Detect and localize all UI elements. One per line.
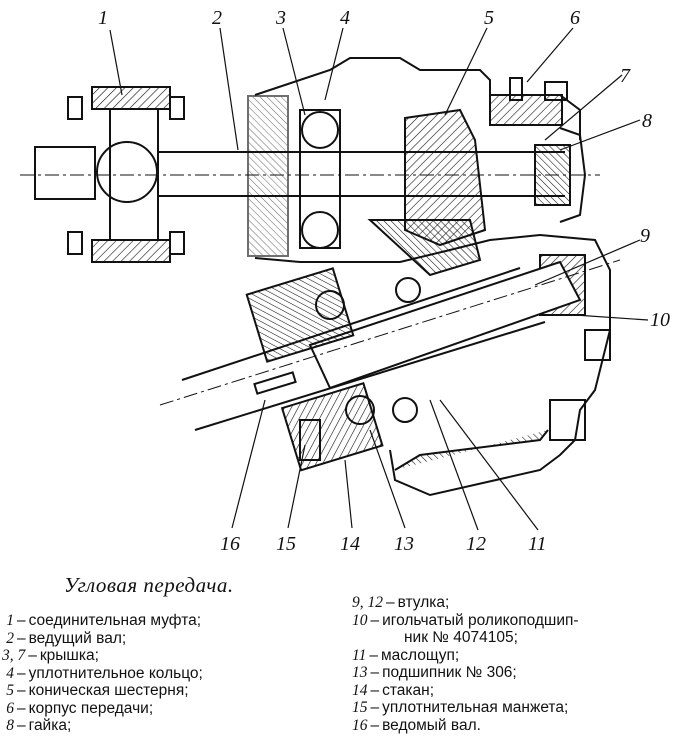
legend-number: 9, 12	[352, 594, 383, 611]
angular-gear-drawing: 1 2 3 4 5 6 7 8 9 10 11 12 13 14 15 16	[20, 7, 670, 555]
callout-11: 11	[528, 533, 547, 555]
legend-text: ведущий вал;	[28, 629, 127, 647]
legend-number: 3, 7	[2, 647, 26, 664]
legend-text: соединительная муфта;	[28, 612, 202, 629]
drive-shaft	[20, 151, 600, 197]
callout-15: 15	[276, 533, 296, 555]
legend-number: 4	[6, 664, 14, 682]
legend-left: 1–соединительная муфта; 2–ведущий вал; 3…	[2, 612, 332, 735]
legend-text: ведомый вал.	[382, 716, 481, 734]
legend-text: уплотнительная манжета;	[382, 699, 569, 716]
callout-13: 13	[394, 533, 414, 555]
leader-lines	[109, 27, 649, 531]
legend-number: 1	[6, 612, 14, 629]
legend-text: маслощуп;	[380, 646, 460, 664]
legend-number: 10	[352, 611, 368, 629]
legend-number: 13	[352, 664, 368, 681]
callouts: 1 2 3 4 5 6 7 8 9 10 11 12 13 14 15 16	[98, 7, 670, 555]
bevel-gear	[367, 108, 487, 277]
driven-shaft	[159, 259, 621, 431]
callout-7: 7	[620, 65, 631, 87]
legend-item: 11–маслощуп;	[352, 646, 460, 664]
callout-4: 4	[340, 7, 350, 29]
callout-2: 2	[212, 7, 222, 29]
legend-text: стакан;	[382, 681, 435, 699]
callout-12: 12	[466, 533, 486, 555]
legend-number: 5	[6, 682, 14, 699]
legend-text: игольчатый роликоподшип-	[382, 611, 579, 629]
legend-item: 10–игольчатый роликоподшип-	[352, 611, 579, 629]
legend-text: гайка;	[28, 717, 72, 734]
legend-number: 6	[6, 699, 14, 717]
legend-text: подшипник № 306;	[382, 664, 517, 681]
bearing-assembly	[245, 267, 421, 472]
legend-number: 8	[6, 717, 14, 734]
callout-10: 10	[650, 309, 670, 331]
callout-8: 8	[642, 110, 652, 132]
legend-number: 2	[6, 629, 14, 647]
legend-item: 6–корпус передачи;	[2, 700, 332, 718]
callout-16: 16	[220, 533, 240, 555]
legend-number: 15	[352, 699, 368, 716]
legend-item-continuation: ник № 4074105;	[404, 629, 518, 646]
callout-1: 1	[98, 7, 108, 29]
legend-text: корпус передачи;	[28, 699, 154, 717]
legend-number: 16	[352, 716, 368, 734]
legend-item: 16–ведомый вал.	[352, 716, 481, 734]
legend-number: 14	[352, 681, 368, 699]
legend-item: 4–уплотнительное кольцо;	[2, 665, 332, 683]
callout-6: 6	[570, 7, 580, 29]
upper-housing	[247, 57, 587, 263]
legend-item: 5–коническая шестерня;	[2, 682, 332, 700]
coupling	[34, 86, 185, 263]
callout-14: 14	[340, 533, 360, 555]
legend-item: 1–соединительная муфта;	[2, 612, 332, 630]
callout-3: 3	[275, 7, 286, 29]
legend-item: 13–подшипник № 306;	[352, 664, 517, 681]
legend-item: 14–стакан;	[352, 681, 435, 699]
legend-text: уплотнительное кольцо;	[28, 664, 203, 682]
legend-item: 2–ведущий вал;	[2, 630, 332, 648]
legend-item: 8–гайка;	[2, 717, 332, 735]
legend-item: 9, 12–втулка;	[352, 594, 450, 611]
legend-number: 11	[352, 646, 367, 664]
legend-text: коническая шестерня;	[28, 682, 189, 699]
legend-text: втулка;	[397, 594, 450, 611]
legend-item: 3, 7–крышка;	[2, 647, 99, 664]
legend-item: 15–уплотнительная манжета;	[352, 699, 569, 716]
callout-9: 9	[640, 225, 650, 247]
legend-text: крышка;	[39, 647, 99, 664]
legend-right: 9, 12–втулка; 10–игольчатый роликоподшип…	[352, 594, 697, 734]
figure-caption: Угловая передача.	[64, 573, 234, 597]
callout-5: 5	[484, 7, 494, 29]
